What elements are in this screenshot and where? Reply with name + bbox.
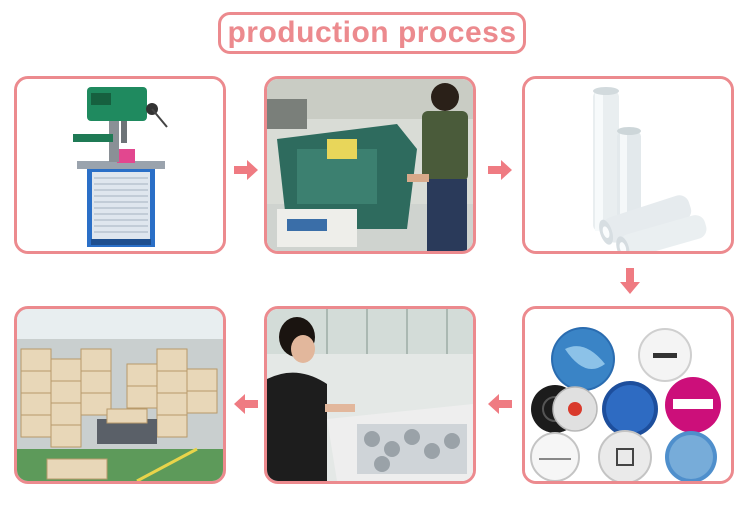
step-4-panel (522, 306, 734, 484)
step-5-panel (264, 306, 476, 484)
step-2-panel (264, 76, 476, 254)
title-frame: production process (218, 12, 526, 54)
button-badges-photo (525, 309, 731, 481)
step-1-panel (14, 76, 226, 254)
arrow-right-icon (488, 160, 512, 180)
arrow-right-icon (234, 160, 258, 180)
step-6-panel (14, 306, 226, 484)
worker-assembling-photo (267, 309, 473, 481)
warehouse-boxes-photo (17, 309, 223, 481)
film-rolls-photo (525, 79, 731, 251)
step-3-panel (522, 76, 734, 254)
arrow-left-icon (234, 394, 258, 414)
arrow-left-icon (488, 394, 512, 414)
die-cutting-machine-photo (267, 79, 473, 251)
arrow-down-icon (620, 268, 640, 294)
page-title: production process (227, 16, 517, 49)
drilling-machine-photo (17, 79, 223, 251)
